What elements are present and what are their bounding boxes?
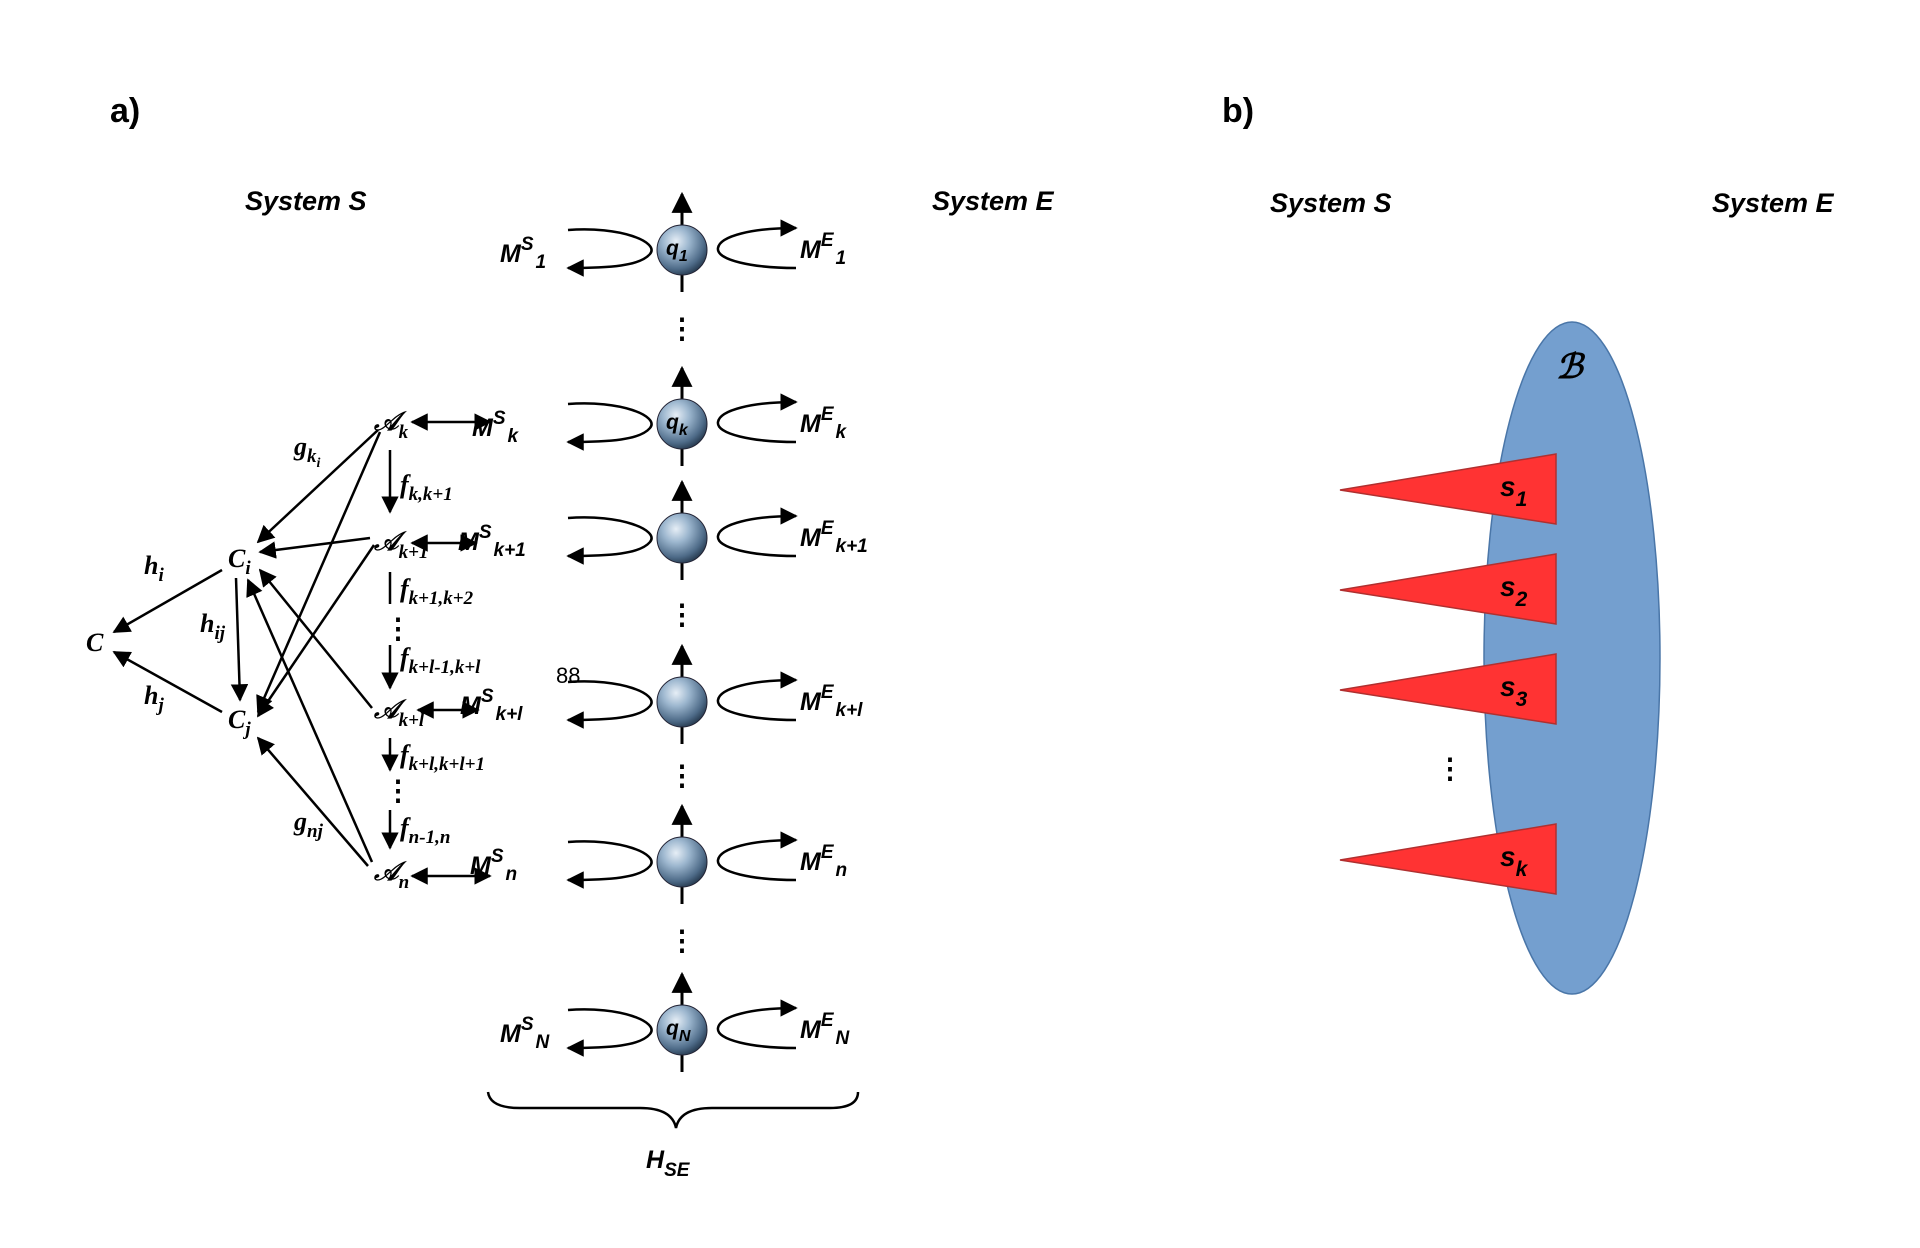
f-labels: fk,k+1 fk+1,k+2 fk+l-1,k+l fk+l,k+l+1 fn… bbox=[400, 470, 485, 848]
me-loop-arrow bbox=[716, 671, 798, 722]
ms-loop-arrow bbox=[566, 228, 653, 277]
hj-label: hj bbox=[144, 681, 164, 716]
a-to-ms-arrows bbox=[410, 413, 492, 885]
ms-label: MSn bbox=[470, 846, 517, 885]
hij-label: hij bbox=[200, 609, 226, 644]
panel-a: a) System S System E q1 MS1 ME1 qk MSk MEkMSk… bbox=[86, 92, 1055, 1181]
me-label: MEk+l bbox=[800, 682, 863, 721]
qubit-label: qN bbox=[666, 1017, 691, 1045]
f-label: fn-1,n bbox=[400, 813, 450, 848]
panel-b-label: b) bbox=[1222, 92, 1254, 130]
qubit-sphere bbox=[656, 512, 708, 564]
arrow-ak1-to-cj bbox=[256, 544, 376, 718]
a-node-k1: 𝒜k+1 bbox=[373, 527, 428, 563]
qubit-sphere bbox=[656, 224, 708, 276]
panel-a-label: a) bbox=[110, 92, 140, 130]
me-loop-arrow bbox=[716, 393, 798, 444]
ms-label: MSk+l bbox=[460, 686, 523, 725]
arrow-akl-to-ci bbox=[258, 568, 373, 709]
arrow-an-to-ci bbox=[246, 578, 374, 863]
f-label: fk,k+1 bbox=[400, 470, 453, 505]
chain-ellipses: ⋮ ⋮ ⋮ ⋮ bbox=[668, 313, 696, 956]
ms-loop-arrow bbox=[566, 402, 653, 451]
f-label: fk+l-1,k+l bbox=[400, 643, 481, 678]
edge-labels: hi hj hij gki gnj bbox=[144, 432, 324, 842]
gki-label: gki bbox=[293, 432, 321, 471]
me-loop-arrow bbox=[716, 999, 798, 1050]
me-loop-arrow bbox=[716, 219, 798, 270]
subsystem-triangle bbox=[1339, 653, 1557, 725]
triangle-label: sk bbox=[1500, 841, 1529, 881]
arrow-ak-to-cj bbox=[256, 431, 382, 714]
ellipsis: ⋮ bbox=[668, 599, 696, 630]
a-node-kl: 𝒜k+l bbox=[373, 695, 425, 731]
f-label: fk+l,k+l+1 bbox=[400, 740, 485, 775]
arrow-ak-to-ci bbox=[256, 429, 379, 544]
subsystem-triangle bbox=[1339, 553, 1557, 625]
panel-a-system-e: System E bbox=[932, 186, 1055, 216]
me-label: MEN bbox=[800, 1010, 851, 1049]
h-se-label: HSE bbox=[646, 1146, 691, 1181]
triangle-label: s1 bbox=[1500, 471, 1527, 511]
bath-ellipse bbox=[1483, 321, 1661, 995]
ms-loop-arrow bbox=[566, 840, 653, 889]
bath-label: ℬ bbox=[1556, 349, 1586, 386]
qubit-label: q1 bbox=[666, 237, 688, 265]
qubit-sphere bbox=[656, 836, 708, 888]
arrow-ci-to-cj bbox=[230, 577, 249, 702]
c-node: C bbox=[86, 628, 104, 657]
panel-a-system-s: System S bbox=[245, 186, 367, 216]
me-label: MEk bbox=[800, 404, 848, 443]
me-label: MEk+1 bbox=[800, 518, 868, 557]
me-loop-arrow bbox=[716, 831, 798, 882]
hi-label: hi bbox=[144, 551, 164, 586]
me-label: MEn bbox=[800, 842, 847, 881]
f-label: fk+1,k+2 bbox=[400, 574, 474, 609]
ellipsis: ⋮ bbox=[1436, 753, 1464, 784]
triangle-label: s2 bbox=[1500, 571, 1528, 611]
me-label: ME1 bbox=[800, 230, 846, 269]
triangle-group: s1 s2 s3 sk bbox=[1339, 453, 1557, 895]
ellipsis: ⋮ bbox=[384, 613, 412, 644]
ms-label: MSk+1 bbox=[458, 522, 526, 561]
panel-b-system-e: System E bbox=[1712, 188, 1835, 218]
c-nodes: C Ci Cj bbox=[86, 544, 251, 740]
ms-label: MSN bbox=[500, 1014, 551, 1053]
me-loop-arrow bbox=[716, 507, 798, 558]
ellipsis: ⋮ bbox=[668, 925, 696, 956]
subsystem-triangle bbox=[1339, 453, 1557, 525]
ellipsis: ⋮ bbox=[668, 760, 696, 791]
a-node-n: 𝒜n bbox=[373, 857, 409, 893]
arrow-cj-to-c bbox=[112, 650, 223, 714]
ms-label: MS1 bbox=[500, 234, 546, 273]
ms-loop-arrow bbox=[566, 1008, 653, 1057]
graph-arrows bbox=[112, 429, 382, 867]
arrow-an-to-cj bbox=[256, 736, 369, 867]
cj-node: Cj bbox=[228, 705, 251, 740]
ms-loop-arrow bbox=[566, 680, 653, 729]
ellipsis: ⋮ bbox=[668, 313, 696, 344]
arrow-ci-to-c bbox=[112, 568, 223, 634]
qubit-sphere bbox=[656, 1004, 708, 1056]
h-se-brace bbox=[486, 1091, 860, 1129]
ms-label: MSk bbox=[472, 408, 520, 447]
subsystem-triangle bbox=[1339, 823, 1557, 895]
qubit-sphere bbox=[656, 398, 708, 450]
gnj-label: gnj bbox=[293, 807, 324, 842]
panel-b: b) System S System E ℬ s1 s2 s3 sk ⋮ bbox=[1222, 92, 1835, 995]
stray-number: 88 bbox=[556, 663, 580, 688]
qubit-label: qk bbox=[666, 411, 689, 439]
f-dots: ⋮ ⋮ bbox=[384, 613, 412, 806]
panel-b-system-s: System S bbox=[1270, 188, 1392, 218]
triangle-label: s3 bbox=[1500, 671, 1528, 711]
qubit-sphere bbox=[656, 676, 708, 728]
a-nodes: 𝒜k 𝒜k+1 𝒜k+l 𝒜n bbox=[373, 407, 428, 893]
arrow-ak1-to-ci bbox=[258, 536, 371, 559]
ellipsis: ⋮ bbox=[384, 775, 412, 806]
ci-node: Ci bbox=[228, 544, 251, 579]
ms-loop-arrow bbox=[566, 516, 653, 565]
